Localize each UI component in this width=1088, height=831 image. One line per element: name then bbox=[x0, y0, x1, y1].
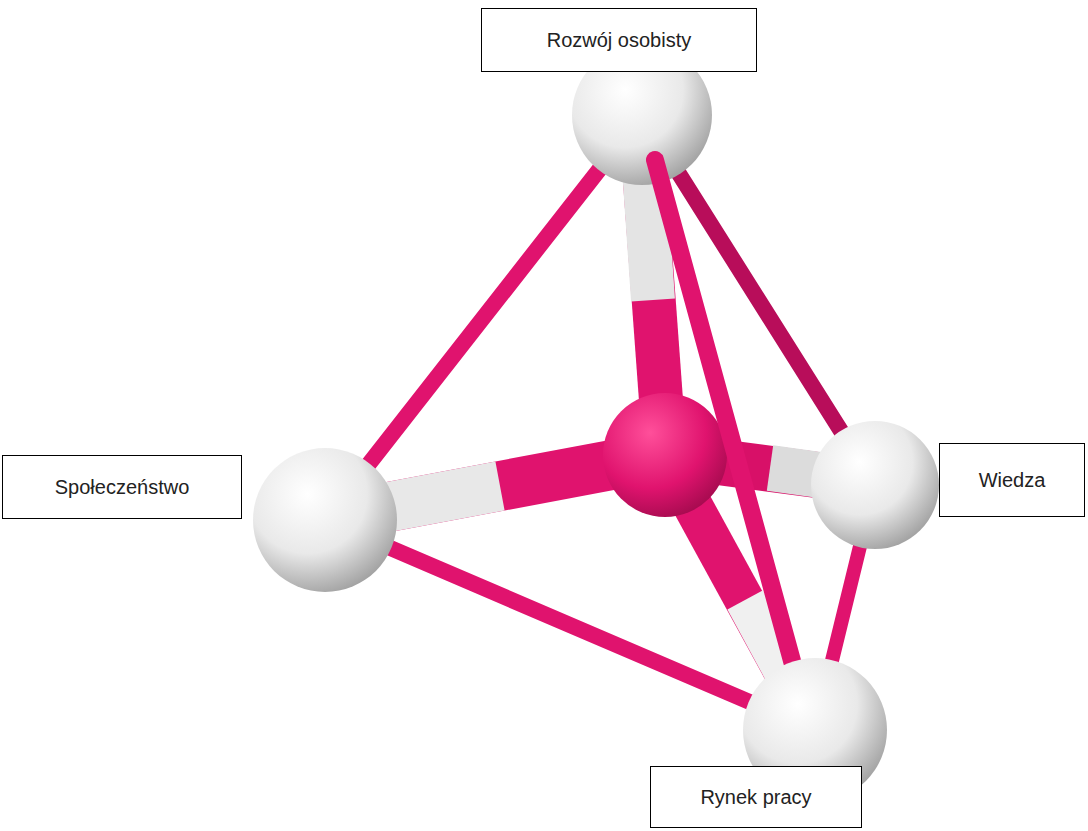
atom-right bbox=[811, 421, 939, 549]
center-atom bbox=[603, 393, 727, 517]
label-text: Rozwój osobisty bbox=[547, 28, 692, 52]
front-edge bbox=[655, 160, 800, 690]
label-box: Rynek pracy bbox=[650, 766, 862, 828]
label-box: Wiedza bbox=[939, 443, 1085, 517]
center-bonds bbox=[330, 140, 870, 720]
atom-left bbox=[253, 448, 397, 592]
label-text: Społeczeństwo bbox=[55, 475, 190, 499]
label-text: Wiedza bbox=[979, 468, 1046, 492]
label-text: Rynek pracy bbox=[700, 785, 811, 809]
label-box: Rozwój osobisty bbox=[481, 8, 757, 72]
tetrahedron-edges bbox=[325, 115, 875, 730]
label-box: Społeczeństwo bbox=[2, 455, 242, 519]
